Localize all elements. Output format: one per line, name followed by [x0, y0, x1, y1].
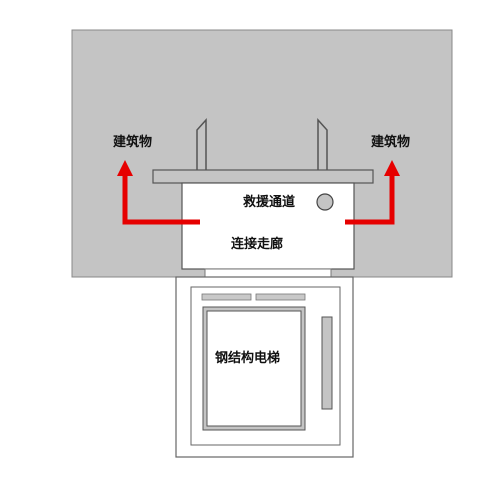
platform-beam	[152, 169, 374, 184]
corridor-elevator-connector	[204, 268, 332, 278]
rescue-circle-icon	[316, 193, 334, 211]
elevator-cabin-inner	[206, 310, 302, 427]
building-left-label: 建筑物	[113, 134, 152, 150]
elevator-door-strip-left	[201, 293, 252, 301]
left-support-post	[196, 118, 207, 170]
right-support-post	[317, 118, 328, 170]
building-right-label: 建筑物	[371, 134, 410, 150]
elevator-door-strip-right	[255, 293, 306, 301]
left-red-arrow-icon	[117, 160, 200, 225]
right-red-arrow-icon	[345, 160, 400, 225]
rescue-passage-label: 救援通道	[243, 194, 295, 210]
elevator-counterweight	[321, 316, 333, 410]
corridor-label: 连接走廊	[231, 236, 283, 252]
elevator-label: 钢结构电梯	[215, 350, 280, 366]
